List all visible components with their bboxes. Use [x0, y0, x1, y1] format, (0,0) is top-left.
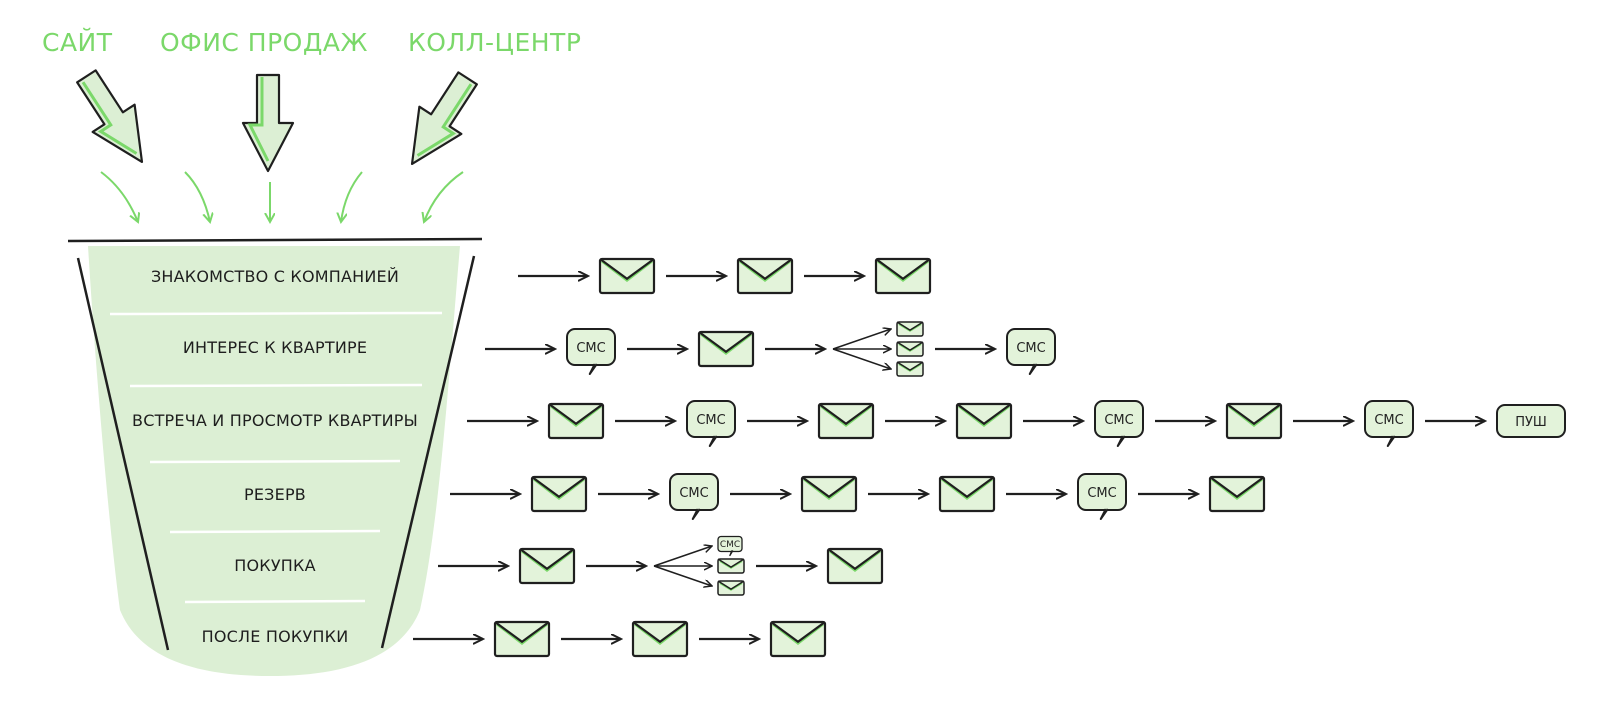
stage-label-purchase: ПОКУПКА: [234, 556, 316, 575]
sms-label: СМС: [576, 341, 605, 356]
envelope-icon: [518, 547, 576, 585]
sms-label: СМС: [1087, 486, 1116, 501]
envelope-icon: [769, 620, 827, 658]
source-site: САЙТ: [42, 28, 113, 57]
speech-bubble-icon: СМС: [1077, 473, 1127, 520]
envelope-icon: [955, 402, 1013, 440]
fan-arrow: [653, 565, 712, 586]
sms-label: СМС: [1374, 413, 1403, 428]
sms-label: СМС: [720, 540, 740, 550]
source-sales-office: ОФИС ПРОДАЖ: [160, 28, 368, 57]
message-chains: СМС СМС СМС СМС СМС ПУШ СМС СМС СМС: [413, 257, 1566, 658]
sms-label: СМС: [696, 413, 725, 428]
fan-arrow: [832, 348, 891, 369]
arrow-down-icon: [76, 69, 144, 164]
envelope-icon: [631, 620, 689, 658]
envelope-icon: [598, 257, 656, 295]
small-green-arrows: [100, 171, 464, 222]
envelope-icon: [896, 321, 924, 337]
envelope-icon: [938, 475, 996, 513]
envelope-icon: [493, 620, 551, 658]
speech-bubble-icon: СМС: [566, 328, 616, 375]
envelope-icon: [817, 402, 875, 440]
sms-label: СМС: [679, 486, 708, 501]
big-arrows: [76, 69, 478, 173]
push-label: ПУШ: [1515, 415, 1547, 430]
envelope-icon: [697, 330, 755, 368]
speech-bubble-icon: СМС: [717, 535, 743, 557]
fan-arrow: [832, 329, 891, 350]
stage-label-reserve: РЕЗЕРВ: [244, 485, 306, 504]
envelope-icon: [896, 361, 924, 377]
envelope-icon: [896, 341, 924, 357]
envelope-icon: [1225, 402, 1283, 440]
speech-bubble-icon: СМС: [1364, 400, 1414, 447]
speech-bubble-icon: СМС: [686, 400, 736, 447]
stage-label-after-purchase: ПОСЛЕ ПОКУПКИ: [201, 627, 349, 646]
speech-bubble-icon: СМС: [1006, 328, 1056, 375]
envelope-icon: [826, 547, 884, 585]
sms-label: СМС: [1104, 413, 1133, 428]
stage-label-interest: ИНТЕРЕС К КВАРТИРЕ: [182, 338, 368, 357]
speech-bubble-icon: СМС: [669, 473, 719, 520]
funnel: [67, 237, 483, 676]
sms-label: СМС: [1016, 341, 1045, 356]
push-badge: ПУШ: [1496, 404, 1566, 438]
envelope-icon: [800, 475, 858, 513]
fan-arrow: [653, 546, 712, 567]
envelope-icon: [717, 580, 745, 596]
arrow-down-icon: [410, 71, 478, 166]
envelope-icon: [1208, 475, 1266, 513]
envelope-icon: [874, 257, 932, 295]
speech-bubble-icon: СМС: [1094, 400, 1144, 447]
stage-label-acquaintance: ЗНАКОМСТВО С КОМПАНИЕЙ: [150, 267, 400, 286]
source-call-center: КОЛЛ-ЦЕНТР: [408, 28, 582, 57]
stage-label-meeting: ВСТРЕЧА И ПРОСМОТР КВАРТИРЫ: [132, 411, 418, 430]
envelope-icon: [530, 475, 588, 513]
arrow-down-icon: [241, 73, 295, 173]
envelope-icon: [717, 558, 745, 574]
envelope-icon: [547, 402, 605, 440]
envelope-icon: [736, 257, 794, 295]
